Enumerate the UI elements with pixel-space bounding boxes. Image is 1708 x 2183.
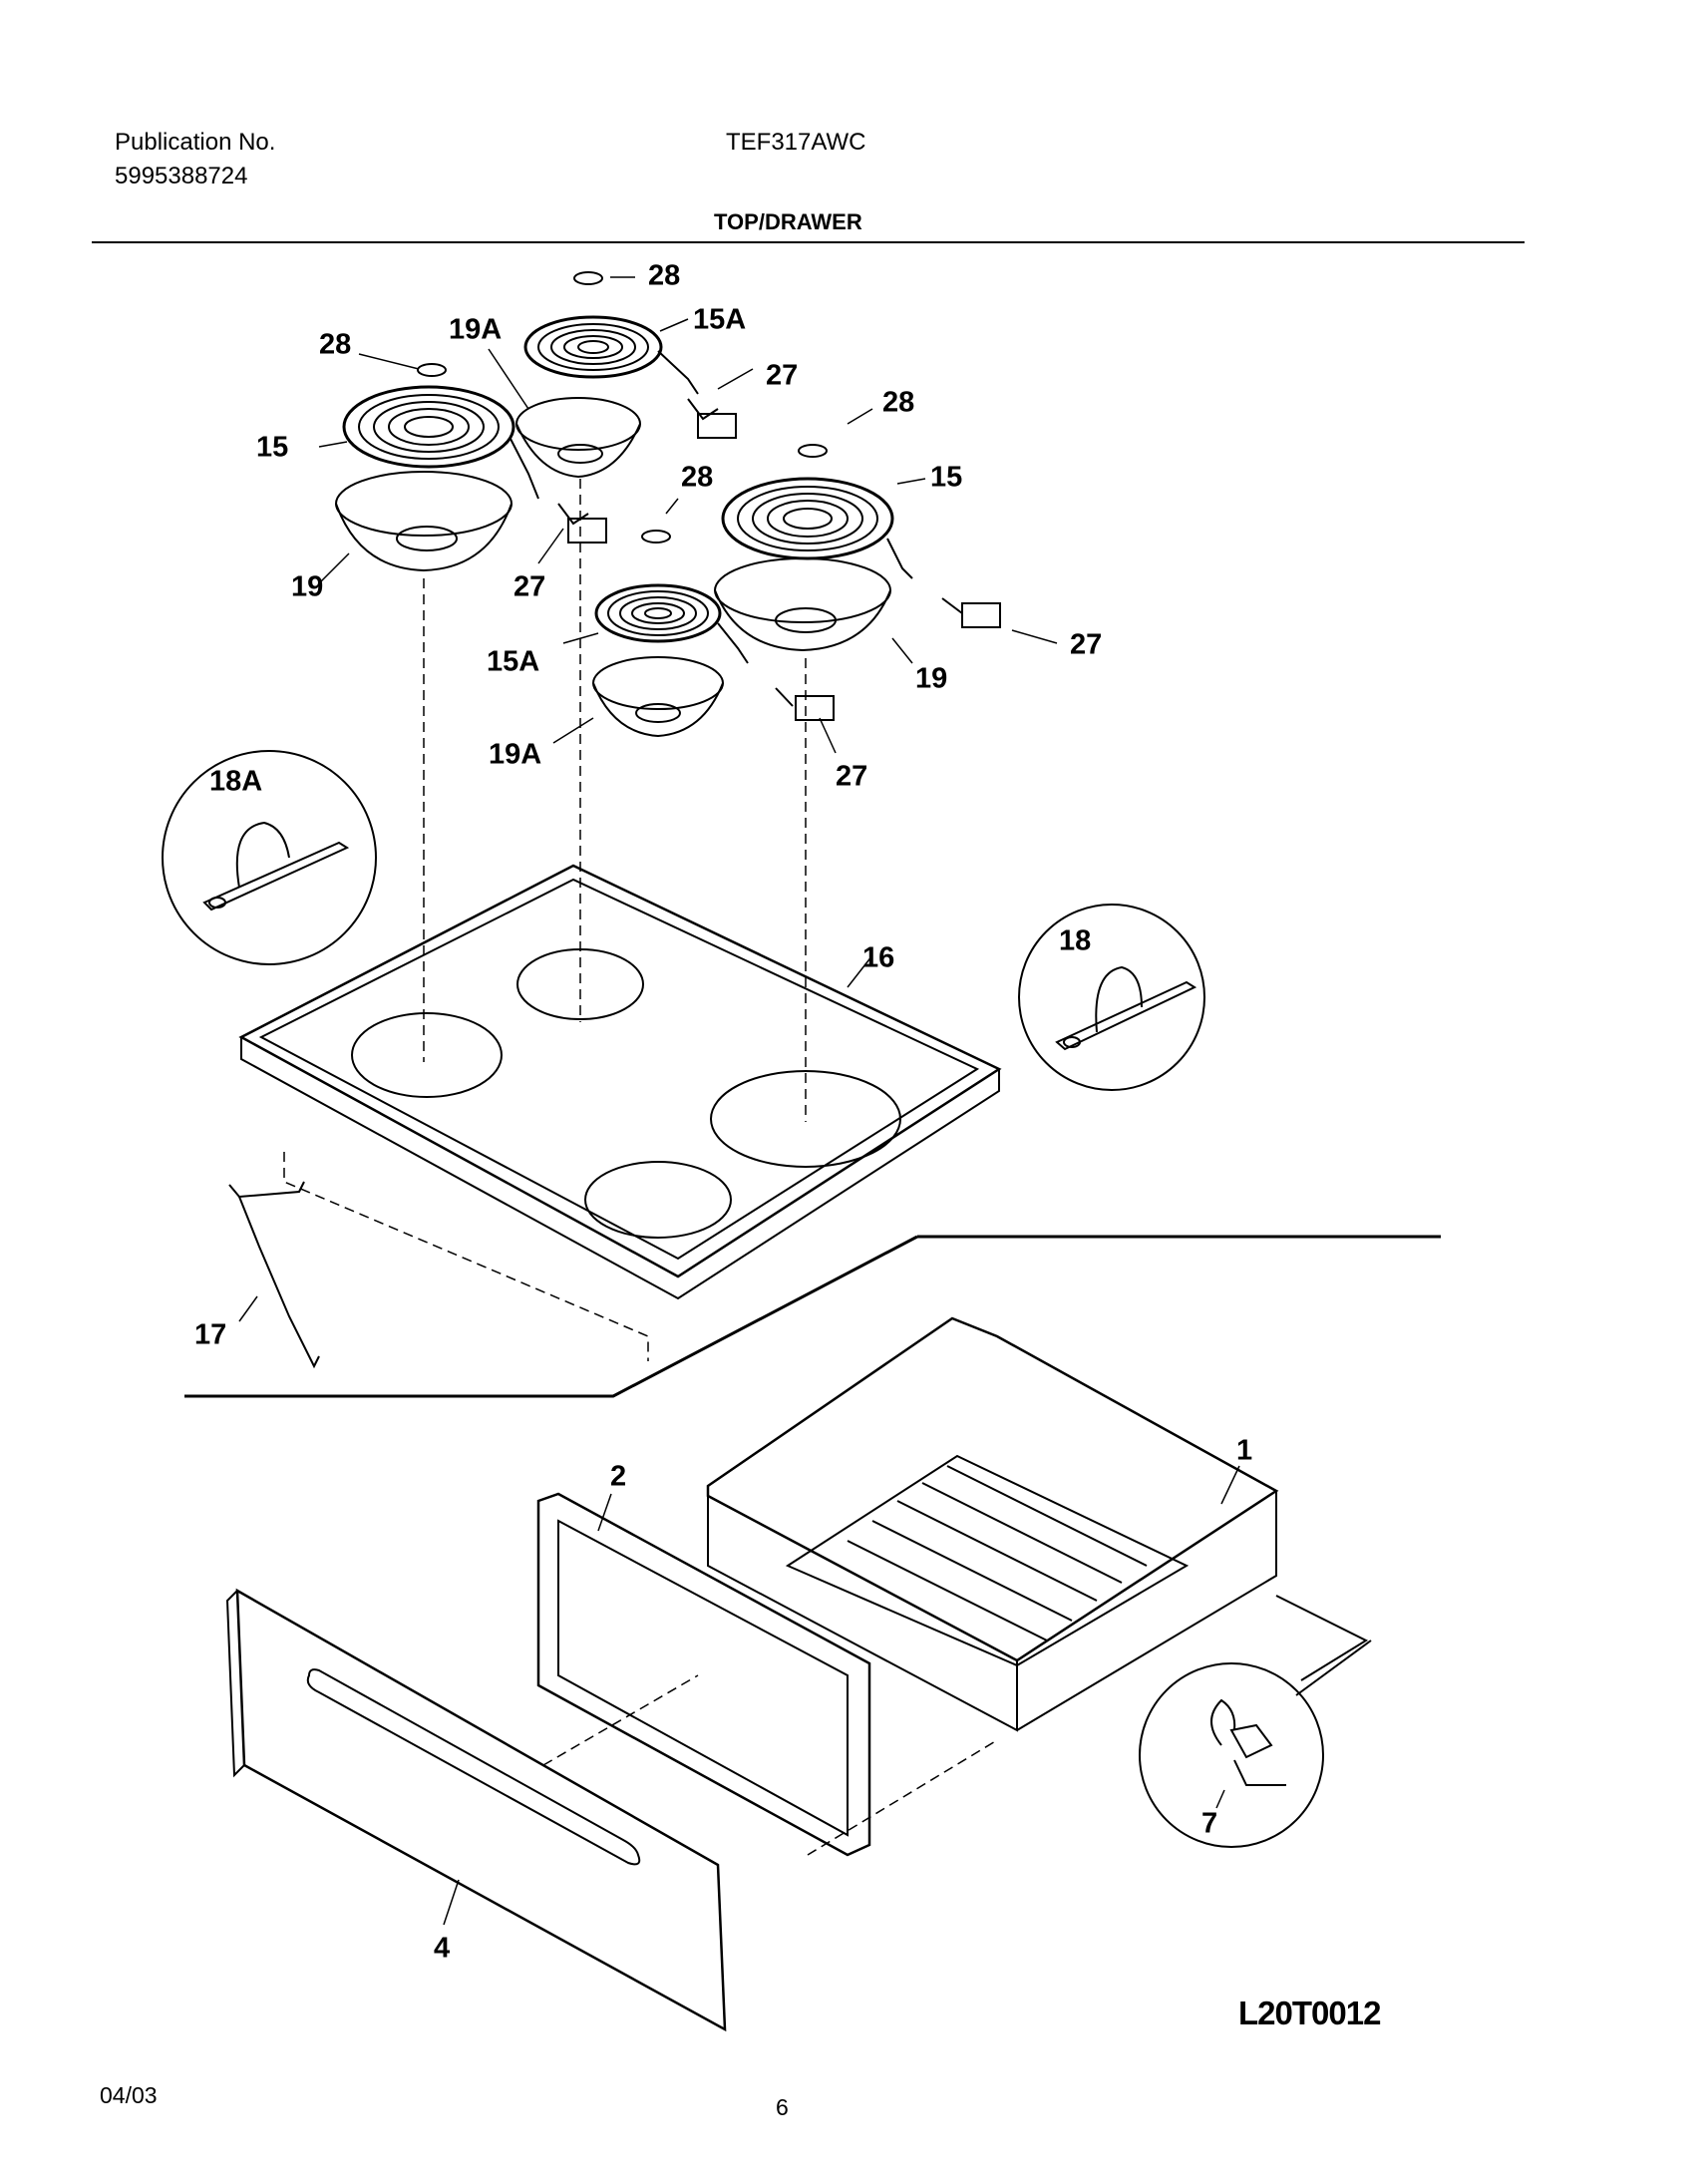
trim-ring-28-left <box>417 363 447 377</box>
section-title: TOP/DRAWER <box>714 209 862 234</box>
callout-19-left: 19 <box>291 571 323 603</box>
callout-15A-bottom: 15A <box>487 646 539 678</box>
callout-15A-top: 15A <box>693 304 746 336</box>
callout-4: 4 <box>434 1933 450 1965</box>
drip-bowl-19A-bottom <box>592 656 724 738</box>
drip-bowl-19-right <box>714 557 891 652</box>
callout-28-right: 28 <box>882 387 914 419</box>
top-hinge-guide <box>283 1152 649 1361</box>
callout-2: 2 <box>610 1461 626 1493</box>
detail-circle-18A <box>162 750 377 965</box>
callout-7: 7 <box>1201 1808 1217 1840</box>
drawer-front-frame-2 <box>536 1492 871 1857</box>
callout-1: 1 <box>1236 1435 1252 1467</box>
callout-18: 18 <box>1059 925 1091 957</box>
header-rule <box>92 241 1525 243</box>
receptacle-27-center <box>775 687 835 721</box>
callout-19A-top: 19A <box>449 314 502 346</box>
drawer-body-1 <box>706 1316 1279 1732</box>
surface-element-15A-top <box>523 315 699 395</box>
drip-bowl-19A-top <box>515 397 641 479</box>
callout-27-right: 27 <box>1070 629 1102 661</box>
callout-28-left: 28 <box>319 329 351 361</box>
trim-ring-28-top <box>573 271 603 285</box>
drawer-panel-4 <box>225 1588 727 2032</box>
callout-27-left: 27 <box>513 571 545 603</box>
top-hinge-17 <box>228 1181 320 1369</box>
callout-19-right: 19 <box>915 663 947 695</box>
callout-28-center: 28 <box>681 462 713 494</box>
trim-ring-28-right <box>798 444 828 458</box>
receptacle-27-top <box>687 398 737 439</box>
trim-ring-28-center <box>641 530 671 544</box>
callout-15-left: 15 <box>256 432 288 464</box>
alignment-lines <box>423 479 807 1122</box>
callout-15-right: 15 <box>930 462 962 494</box>
detail-circle-7 <box>1139 1662 1324 1848</box>
publication-label: Publication No. <box>115 129 276 156</box>
publication-number: 5995388724 <box>115 163 248 189</box>
callout-16: 16 <box>862 942 894 974</box>
callout-28-top: 28 <box>648 260 680 292</box>
receptacle-27-right <box>941 597 1001 628</box>
drawer-shadow <box>1275 1595 1369 1681</box>
callout-27-center: 27 <box>836 761 867 793</box>
callout-17: 17 <box>194 1319 226 1351</box>
drawer-guides <box>542 1674 998 1856</box>
footer-date: 04/03 <box>100 2082 158 2108</box>
receptacle-27-left <box>557 503 607 544</box>
callout-19A-bottom: 19A <box>489 739 541 771</box>
leader-lines <box>238 276 1240 1926</box>
callout-27-top: 27 <box>766 360 798 392</box>
surface-element-15A-bottom <box>594 583 749 664</box>
model-number: TEF317AWC <box>726 129 866 156</box>
page-number: 6 <box>776 2094 789 2120</box>
surface-element-15-left <box>342 385 539 500</box>
main-top-16 <box>238 864 1002 1300</box>
drip-bowl-19-left <box>335 471 512 572</box>
callout-18A: 18A <box>209 766 262 798</box>
detail-7-leader <box>1295 1639 1372 1696</box>
diagram-code: L20T0012 <box>1238 1995 1381 2031</box>
detail-circle-18 <box>1018 904 1205 1091</box>
